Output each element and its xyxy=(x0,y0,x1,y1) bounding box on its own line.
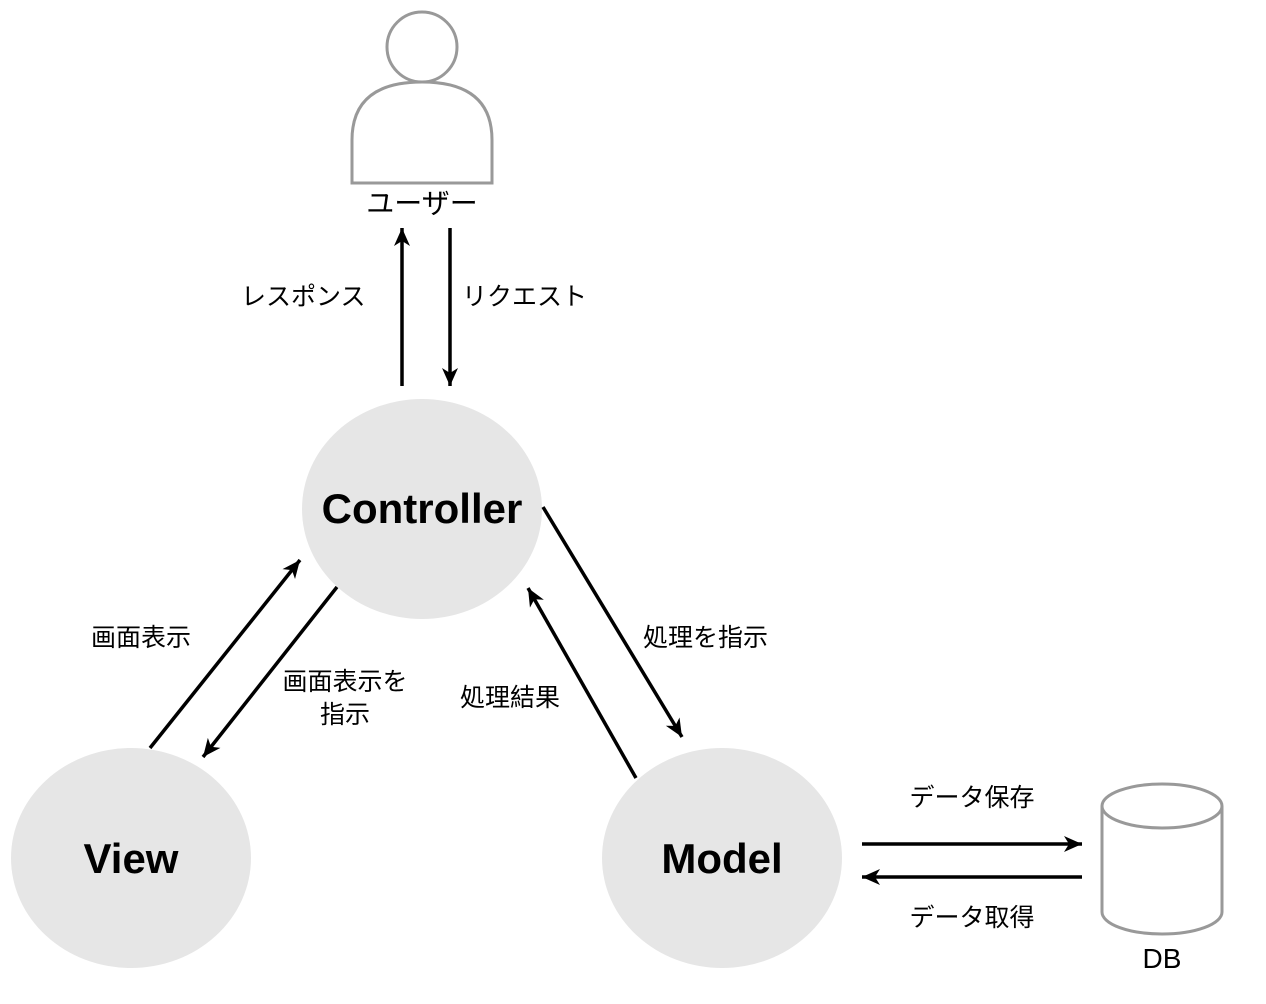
user-actor: ユーザー xyxy=(350,10,494,220)
instruct-process-arrow xyxy=(541,506,684,738)
view-ellipse xyxy=(11,748,251,968)
model-ellipse xyxy=(602,748,842,968)
instruct-display-arrow xyxy=(201,585,339,759)
data-save-label: データ保存 xyxy=(909,783,1034,812)
db-body xyxy=(1100,806,1224,936)
db-label: DB xyxy=(1143,943,1182,974)
controller-label: Controller xyxy=(322,485,523,532)
response-label: レスポンス xyxy=(241,282,366,311)
model-node: Model xyxy=(602,748,842,968)
request-label: リクエスト xyxy=(462,282,587,311)
instruct-display-label-line2: 指示 xyxy=(320,700,370,729)
process-result-label: 処理結果 xyxy=(460,683,560,712)
controller-ellipse xyxy=(302,399,542,619)
display-label: 画面表示 xyxy=(91,623,191,652)
view-node: View xyxy=(11,748,251,968)
display-arrow xyxy=(148,558,302,750)
user-body-icon xyxy=(350,80,494,185)
model-label: Model xyxy=(661,835,782,882)
view-label: View xyxy=(84,835,179,882)
instruct-process-label: 処理を指示 xyxy=(643,623,768,652)
user-label: ユーザー xyxy=(366,187,477,220)
data-fetch-label: データ取得 xyxy=(909,903,1034,932)
database-icon: DB xyxy=(1100,782,1224,974)
arrows xyxy=(148,228,1082,885)
user-head-icon xyxy=(385,10,459,84)
process-result-arrow xyxy=(526,587,638,779)
db-top xyxy=(1100,782,1224,830)
controller-node: Controller xyxy=(302,399,542,619)
instruct-display-label-line1: 画面表示を xyxy=(282,667,407,696)
